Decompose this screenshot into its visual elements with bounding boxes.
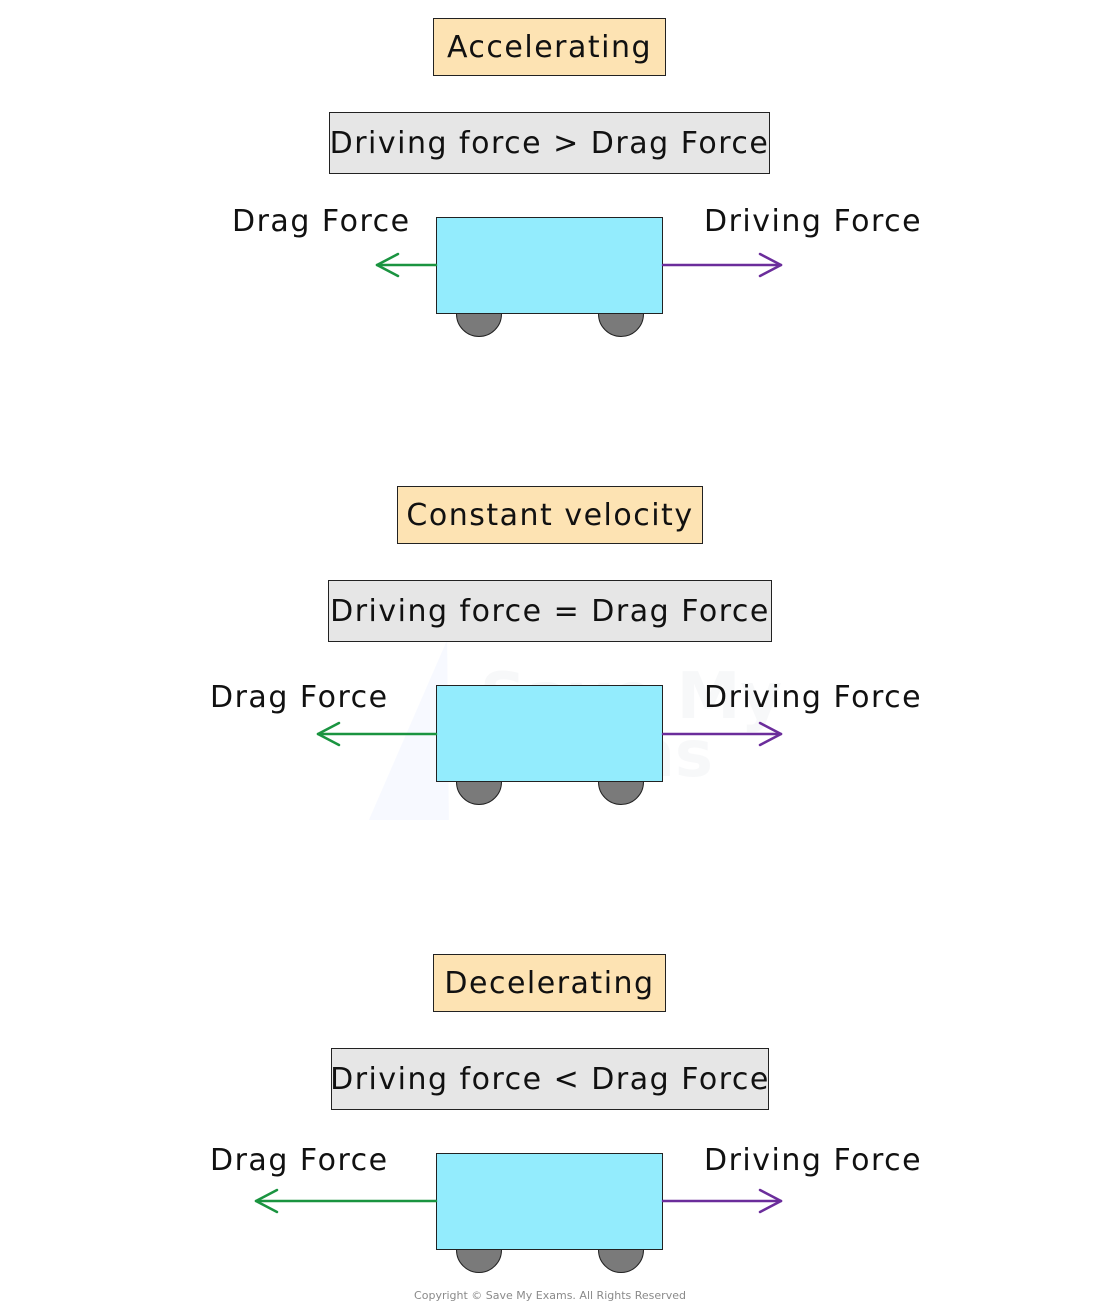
scenario-1-relation: Driving force > Drag Force	[329, 112, 770, 174]
scenario-3-drag-arrow	[254, 1188, 438, 1214]
scenario-1-title: Accelerating	[433, 18, 666, 76]
scenario-2-driving-arrow	[661, 721, 783, 747]
scenario-1-driving-arrow	[661, 252, 783, 278]
copyright-notice: Copyright © Save My Exams. All Rights Re…	[414, 1289, 686, 1302]
scenario-1-driving-label: Driving Force	[704, 204, 923, 239]
scenario-3-title: Decelerating	[433, 954, 666, 1012]
scenario-2-drag-label: Drag Force	[210, 680, 389, 715]
scenario-2-title: Constant velocity	[397, 486, 703, 544]
scenario-3-driving-arrow	[661, 1188, 783, 1214]
scenario-3-driving-label: Driving Force	[704, 1143, 923, 1178]
scenario-2-driving-label: Driving Force	[704, 680, 923, 715]
scenario-2-cart-body	[436, 685, 663, 782]
scenario-2-drag-arrow	[316, 721, 438, 747]
scenario-3-drag-label: Drag Force	[210, 1143, 389, 1178]
scenario-3-relation: Driving force < Drag Force	[330, 1048, 769, 1110]
scenario-2-relation: Driving force = Drag Force	[328, 580, 772, 642]
scenario-1-drag-arrow	[375, 252, 438, 278]
scenario-3-cart-body	[436, 1153, 663, 1250]
scenario-1-drag-label: Drag Force	[232, 204, 411, 239]
